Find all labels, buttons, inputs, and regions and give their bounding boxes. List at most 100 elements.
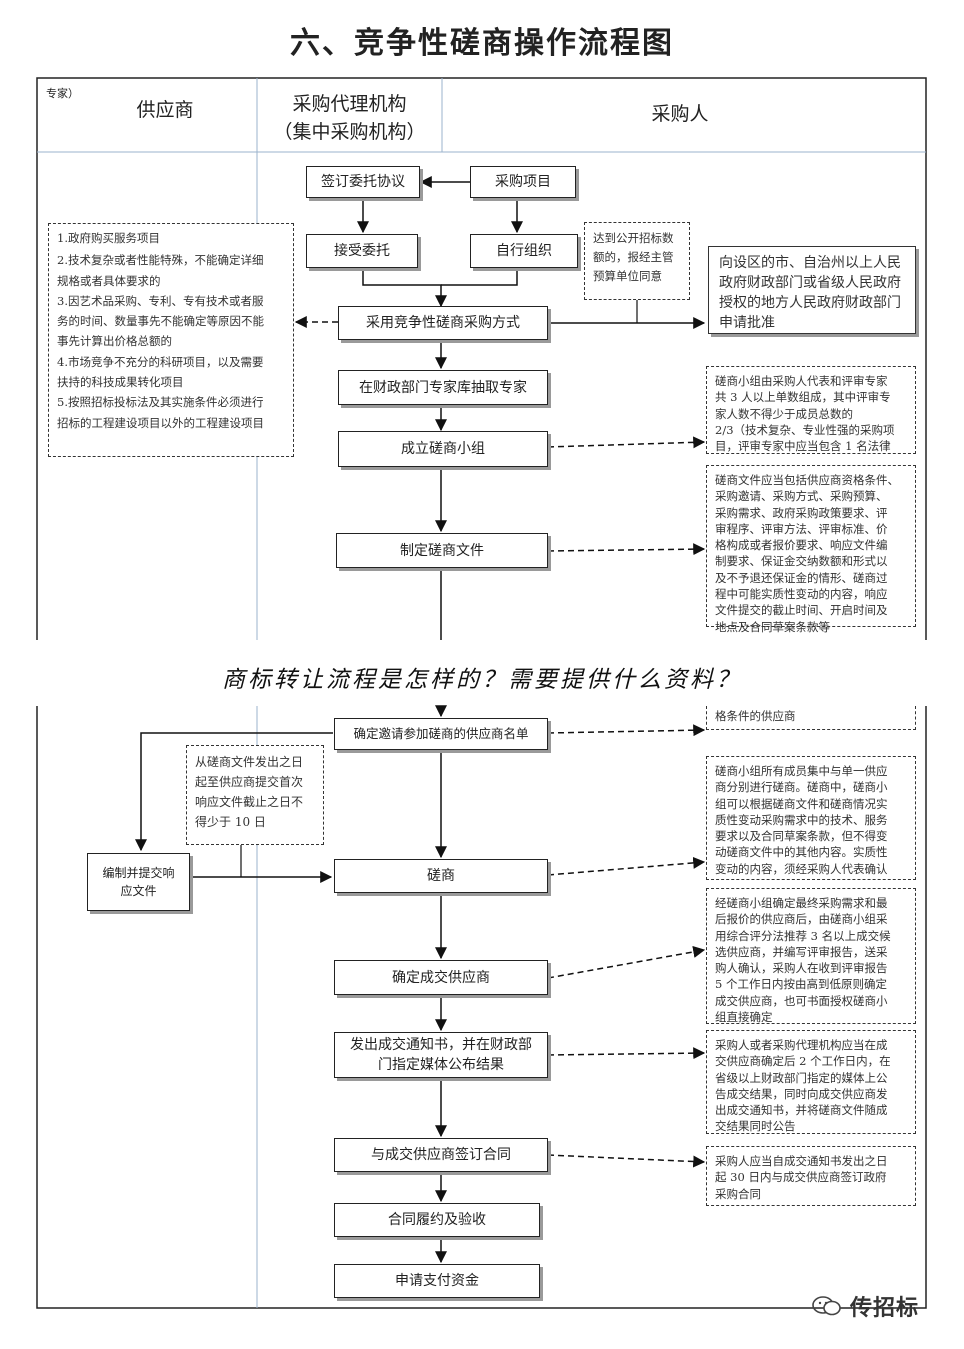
note-line: 购人确认，采购人在收到评审报告 <box>715 961 888 976</box>
note-line: 告成交结果，同时向成交供应商发 <box>715 1086 888 1101</box>
lane-agency-header-line1: 采购代理机构 <box>292 93 407 115</box>
note-line: 授权的地方人民政府财政部门 <box>719 295 901 311</box>
note-line: 得少于 10 日 <box>195 815 266 829</box>
note-approval: 向设区的市、自治州以上人民 政府财政部门或省级人民政府 授权的地方人民政府财政部… <box>708 246 916 334</box>
note-negotiation-rule: 磋商小组所有成员集中与单一供应 商分别进行磋商。磋商中，磋商小 组可以根据磋商文… <box>706 756 916 880</box>
step-issue-notice: 发出成交通知书，并在财政部 门指定媒体公布结果 <box>334 1032 548 1078</box>
note-line: 格构成或者报价要求、响应文件编 <box>715 538 888 553</box>
note-group-composition: 磋商小组由采购人代表和评审专家 共 3 人以上单数组成，其中评审专 家人数不得少… <box>706 366 916 454</box>
note-line: 预算单位同意 <box>593 269 662 283</box>
lane-agency-header: 采购代理机构 （集中采购机构） <box>262 90 437 146</box>
step-purchase-project: 采购项目 <box>470 166 576 198</box>
note-threshold: 达到公开招标数 额的，报经主管 预算单位同意 <box>584 222 690 300</box>
expert-tag: 专家） <box>46 87 79 100</box>
note-line: 程中可能实质性变动的内容，响应 <box>715 587 888 602</box>
note-line: 商分别进行磋商。磋商中，磋商小 <box>715 780 888 795</box>
note-line: 后报价的供应商后，由磋商小组采 <box>715 912 888 927</box>
note-applicable-conditions: 1.政府购买服务项目 2.技术复杂或者性能特殊，不能确定详细 规格或者具体要求的… <box>48 223 294 457</box>
note-line: 规格或者具体要求的 <box>57 273 161 288</box>
note-line: 出成交通知书，并将磋商文件随成 <box>715 1103 888 1118</box>
note-line: 组可以根据磋商文件和磋商情况实 <box>715 796 888 811</box>
note-recommend-rule: 经磋商小组确定最终采购需求和最 后报价的供应商后，由磋商小组采 用综合评分法推荐… <box>706 888 916 1024</box>
step-draw-experts: 在财政部门专家库抽取专家 <box>338 370 548 405</box>
note-line: 2/3（技术复杂、专业性强的采购项 <box>715 422 895 437</box>
step-make-docs: 制定磋商文件 <box>336 533 548 568</box>
note-line: 采购人或者采购代理机构应当在成 <box>715 1038 888 1052</box>
step-apply-payment: 申请支付资金 <box>334 1264 540 1298</box>
note-line: 事先计算出价格总额的 <box>57 334 172 349</box>
note-line: 经磋商小组确定最终采购需求和最 <box>715 896 888 910</box>
note-line: 组直接确定 <box>715 1010 773 1025</box>
note-line: 采购合同 <box>715 1186 761 1201</box>
note-line: 招标的工程建设项目以外的工程建设项目 <box>57 415 264 430</box>
note-line: 成交供应商，也可书面授权磋商小 <box>715 993 888 1008</box>
note-line: 质性变动采购需求中的技术、服务 <box>715 812 888 827</box>
step-self-organize: 自行组织 <box>470 234 578 268</box>
lane-purchaser-header: 采购人 <box>651 103 709 125</box>
note-deadline: 从磋商文件发出之日 起至供应商提交首次 响应文件截止之日不 得少于 10 日 <box>186 745 324 845</box>
note-doc-contents: 磋商文件应当包括供应商资格条件、 采购邀请、采购方式、采购预算、 采购需求、政府… <box>706 465 916 634</box>
note-line: 选供应商，并编写评审报告，送采 <box>715 944 888 959</box>
step-accept-entrust: 接受委托 <box>306 234 418 268</box>
note-line: 磋商小组所有成员集中与单一供应 <box>715 764 888 778</box>
step-adopt-method: 采用竞争性磋商采购方式 <box>338 306 548 340</box>
note-line: 文件提交的截止时间、开启时间及 <box>715 603 888 618</box>
note-line: 务的时间、数量事先不能确定等原因不能 <box>57 314 264 329</box>
note-line: 5.按照招标投标法及其实施条件必须进行 <box>57 395 264 410</box>
note-line: 交结果同时公告 <box>715 1119 796 1134</box>
note-line: 响应文件截止之日不 <box>195 795 304 809</box>
watermark: 传招标 <box>812 1290 962 1322</box>
note-line: 及不予退还保证金的情形、磋商过 <box>715 570 888 585</box>
note-line: 磋商文件应当包括供应商资格条件、 <box>715 473 899 487</box>
note-line: 起至供应商提交首次 <box>195 775 304 789</box>
step-issue-notice-line1: 发出成交通知书，并在财政部 <box>350 1037 532 1053</box>
watermark-text: 传招标 <box>850 1296 920 1321</box>
note-line: 3.因艺术品采购、专利、专有技术或者服 <box>57 293 264 308</box>
note-announce-rule: 采购人或者采购代理机构应当在成 交供应商确定后 2 个工作日内，在 省级以上财政… <box>706 1030 916 1134</box>
note-line: 省级以上财政部门指定的媒体上公 <box>715 1070 888 1085</box>
note-line: 从磋商文件发出之日 <box>195 755 304 769</box>
note-line: 家人数不得少于成员总数的 <box>715 406 853 421</box>
page-title: 六、竞争性磋商操作流程图 <box>290 26 674 61</box>
note-line: 共 3 人以上单数组成，其中评审专 <box>715 390 891 405</box>
step-sign-agreement: 签订委托协议 <box>306 166 420 198</box>
note-line: 交供应商确定后 2 个工作日内，在 <box>715 1054 891 1069</box>
note-line: 政府财政部门或省级人民政府 <box>719 275 901 291</box>
step-confirm-list: 确定邀请参加磋商的供应商名单 <box>334 718 548 750</box>
note-line: 申请批准 <box>719 315 775 331</box>
note-line: 采购需求、政府采购政策要求、评 <box>715 505 888 520</box>
note-line: 变动的内容，须经采购人代表确认 <box>715 861 888 876</box>
note-line: 采购人应当自成交通知书发出之日 <box>715 1154 888 1168</box>
note-line: 扶持的科技成果转化项目 <box>57 375 184 390</box>
note-line: 额的，报经主管 <box>593 250 674 264</box>
note-line: 2.技术复杂或者性能特殊，不能确定详细 <box>57 253 264 268</box>
note-line: 起 30 日内与成交供应商签订政府 <box>715 1170 887 1185</box>
note-line: 地点及合同草案条款等 <box>715 619 830 634</box>
step-issue-notice-line2: 门指定媒体公布结果 <box>378 1057 504 1073</box>
step-negotiate: 磋商 <box>334 859 548 893</box>
note-line: 目，评审专家中应当包含 1 名法律 <box>715 439 891 454</box>
step-form-group: 成立磋商小组 <box>338 431 548 467</box>
note-line: 4.市场竞争不充分的科研项目，以及需要 <box>57 354 264 369</box>
note-line: 用综合评分法推荐 3 名以上成交候 <box>715 928 891 943</box>
lane-agency-header-line2: （集中采购机构） <box>273 121 426 143</box>
step-prepare-response: 编制并提交响应文件 <box>87 853 190 911</box>
note-line: 达到公开招标数 <box>593 231 674 245</box>
note-line: 制要求、保证金交纳数额和形式以 <box>715 554 888 569</box>
note-line: 磋商小组由采购人代表和评审专家 <box>715 374 888 388</box>
step-sign-contract: 与成交供应商签订合同 <box>334 1138 548 1172</box>
note-line: 5 个工作日内按由高到低原则确定 <box>715 977 887 992</box>
note-line: 要求以及合同草案条款，但不得变 <box>715 829 888 844</box>
note-line: 1.政府购买服务项目 <box>57 231 160 245</box>
note-line: 动磋商文件中的其他内容。实质性 <box>715 845 888 860</box>
note-line: 采购邀请、采购方式、采购预算、 <box>715 489 888 504</box>
note-contract-rule: 采购人应当自成交通知书发出之日 起 30 日内与成交供应商签订政府 采购合同 <box>706 1146 916 1206</box>
note-line: 向设区的市、自治州以上人民 <box>719 255 901 271</box>
note-line: 审程序、评审方法、评审标准、价 <box>715 521 888 536</box>
step-confirm-supplier: 确定成交供应商 <box>334 960 548 995</box>
wechat-icon <box>812 1296 841 1316</box>
note-qualified-suppliers: 格条件的供应商 <box>706 706 916 730</box>
note-line: 格条件的供应商 <box>715 709 796 723</box>
step-perform-accept: 合同履约及验收 <box>334 1203 540 1237</box>
caption-text: 商标转让流程是怎样的？需要提供什么资料？ <box>222 667 742 693</box>
